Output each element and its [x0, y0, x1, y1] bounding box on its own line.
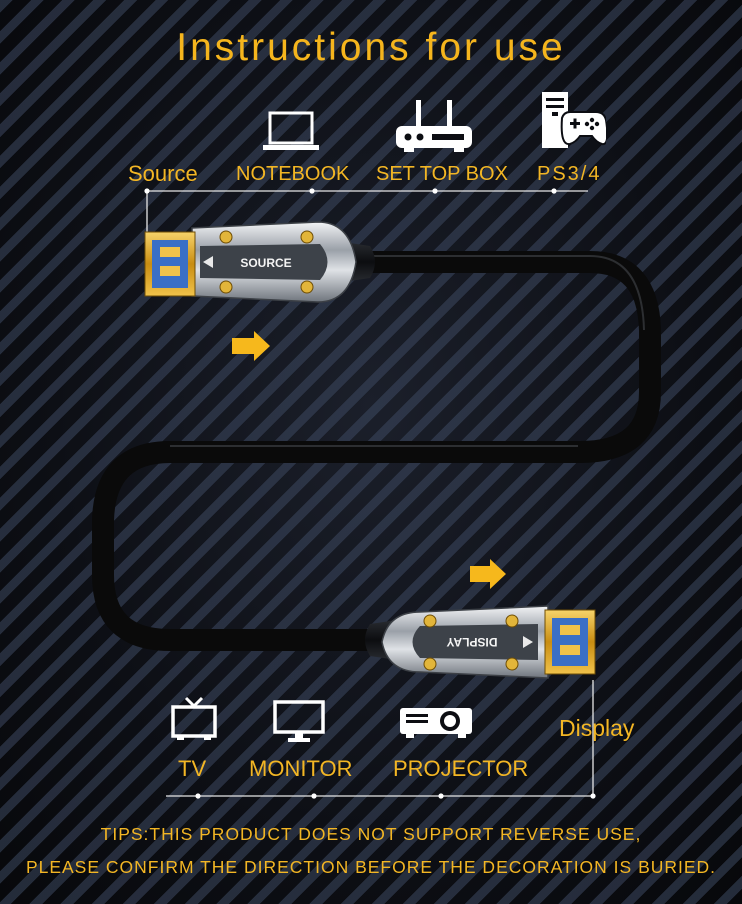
device-label-tv: TV — [178, 756, 207, 781]
laptop-icon — [263, 111, 319, 150]
arrow-right-icon — [232, 331, 270, 361]
tips-line-2: PLEASE CONFIRM THE DIRECTION BEFORE THE … — [25, 857, 717, 877]
display-divider-dots — [195, 793, 596, 799]
game-console-icon — [542, 92, 606, 148]
device-label-notebook: NOTEBOOK — [236, 163, 350, 185]
page-title: Instructions for use — [176, 26, 566, 69]
source-divider-line — [146, 190, 588, 232]
hdmi-cable — [92, 251, 661, 651]
display-connector-label: DISPLAY — [447, 635, 498, 649]
hdmi-connector-display — [365, 605, 596, 679]
source-label: Source — [128, 161, 198, 186]
device-label-set-top-box: SET TOP BOX — [376, 163, 508, 185]
display-label: Display — [559, 715, 635, 741]
monitor-icon — [273, 700, 325, 742]
tips-line-1: TIPS:THIS PRODUCT DOES NOT SUPPORT REVER… — [100, 824, 642, 844]
arrow-right-icon — [470, 559, 506, 589]
display-divider-line — [166, 680, 594, 797]
hdmi-connector-source — [144, 221, 375, 303]
projector-icon — [400, 708, 472, 738]
tv-icon — [171, 696, 217, 740]
source-divider-dots — [144, 188, 557, 194]
source-connector-label: SOURCE — [240, 256, 291, 270]
router-icon — [396, 100, 472, 152]
device-label-monitor: MONITOR — [249, 756, 353, 781]
device-label-ps3-4: PS3/4 — [537, 163, 602, 185]
device-label-projector: PROJECTOR — [393, 756, 529, 781]
